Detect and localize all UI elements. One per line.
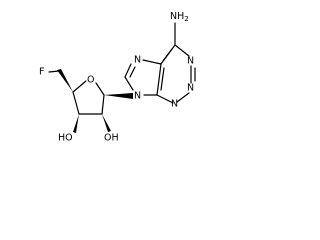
atom-ring-oxygen: O	[87, 75, 94, 86]
atom-labels: NH2 N N N N N O F HO OH	[39, 11, 194, 144]
bond-c5p-f	[48, 70, 60, 73]
atom-n7: N	[134, 55, 141, 66]
atom-hydroxyl-right: OH	[104, 133, 119, 144]
atom-n3: N	[187, 83, 194, 94]
wedge-c1-n9	[104, 93, 133, 99]
double-bond-c4-c5	[160, 67, 165, 91]
bond-c4-c5	[156, 63, 162, 96]
bond-c2p-c1p	[101, 94, 105, 115]
double-bond-c6-c5	[162, 48, 173, 62]
atom-hydroxyl-left: HO	[58, 133, 73, 144]
atom-n1: N	[187, 56, 194, 67]
bond-c8-n9	[124, 76, 134, 91]
atom-n9: N	[134, 91, 141, 102]
stereo-wedges	[57, 69, 133, 133]
molecule-structure: NH2 N N N N N O F HO OH	[39, 11, 196, 144]
nh2-subscript: 2	[184, 15, 188, 23]
atom-n3b: N	[171, 99, 178, 110]
double-bond-n7-c8	[129, 66, 136, 78]
wedge-c2-oh	[102, 114, 111, 132]
wedge-c3-oh	[73, 114, 79, 133]
bond-c1-o4	[95, 82, 105, 96]
bond-n3-c4	[156, 94, 174, 104]
bonds	[48, 22, 196, 115]
atom-fluorine: F	[39, 67, 44, 78]
bond-c2-n3	[176, 92, 190, 103]
wedge-c4-c5	[57, 69, 73, 92]
atom-nh2: NH2	[170, 11, 189, 24]
bond-o4-c4p	[72, 80, 87, 93]
bond-c5-n7	[142, 59, 162, 65]
bond-n7-c8	[124, 63, 132, 78]
bond-c6-n1	[174, 44, 190, 57]
bond-c4p-c3p	[72, 91, 80, 115]
